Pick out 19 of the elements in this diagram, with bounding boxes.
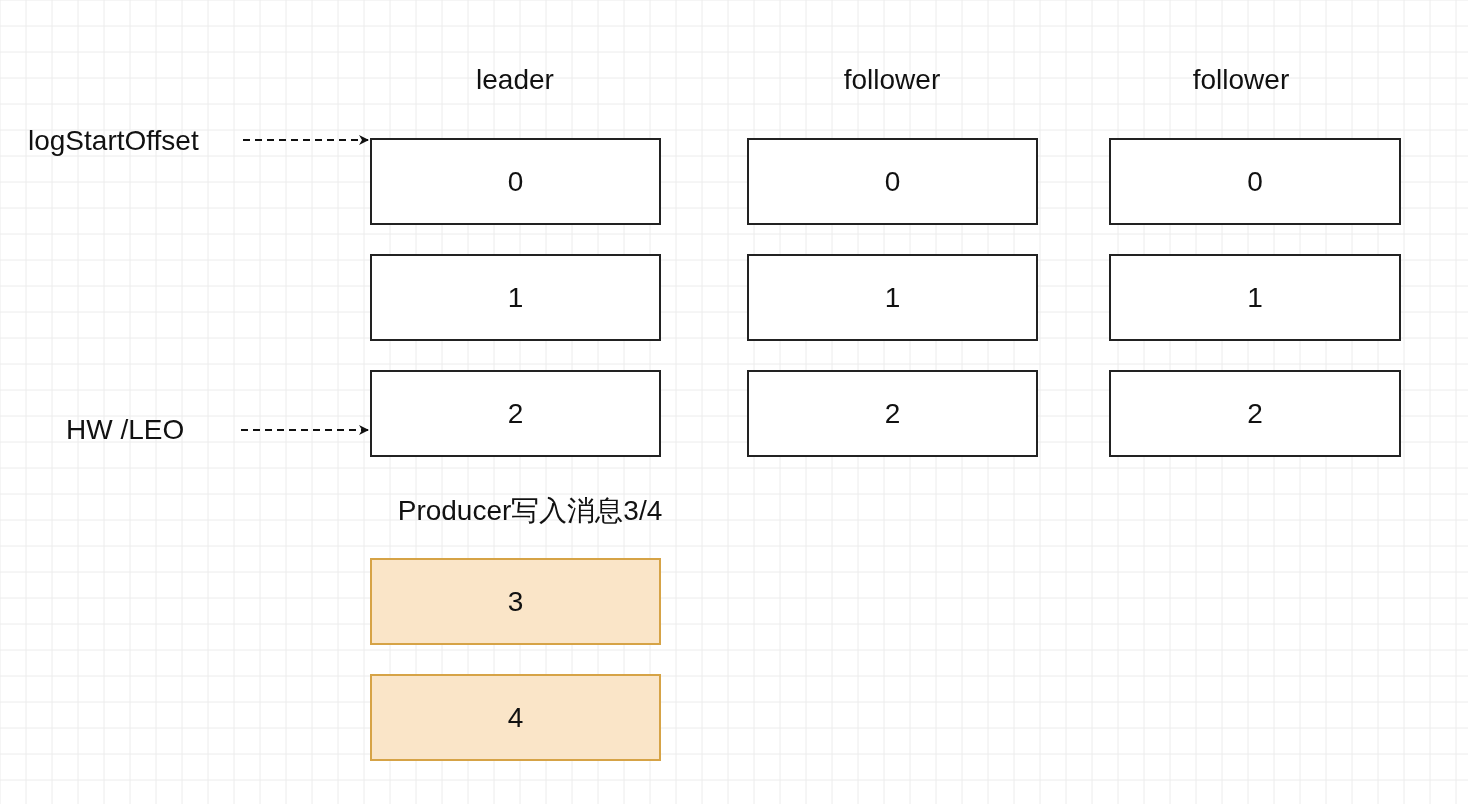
offset-box: 0 <box>747 138 1038 225</box>
column-heading: leader <box>476 64 554 96</box>
marker-label: logStartOffset <box>28 122 243 160</box>
offset-box: 0 <box>370 138 661 225</box>
dashed-arrow <box>240 425 369 435</box>
note-text: Producer写入消息3/4 <box>397 494 663 528</box>
offset-box: 2 <box>747 370 1038 457</box>
offset-box: 2 <box>1109 370 1401 457</box>
new-message-box: 4 <box>370 674 661 761</box>
offset-box: 1 <box>747 254 1038 341</box>
offset-box: 2 <box>370 370 661 457</box>
dashed-arrow <box>242 135 369 145</box>
column-heading: follower <box>843 64 941 96</box>
column-heading: follower <box>1192 64 1290 96</box>
new-message-box: 3 <box>370 558 661 645</box>
offset-box: 1 <box>1109 254 1401 341</box>
offset-box: 1 <box>370 254 661 341</box>
marker-label: HW /LEO <box>66 411 216 449</box>
offset-box: 0 <box>1109 138 1401 225</box>
